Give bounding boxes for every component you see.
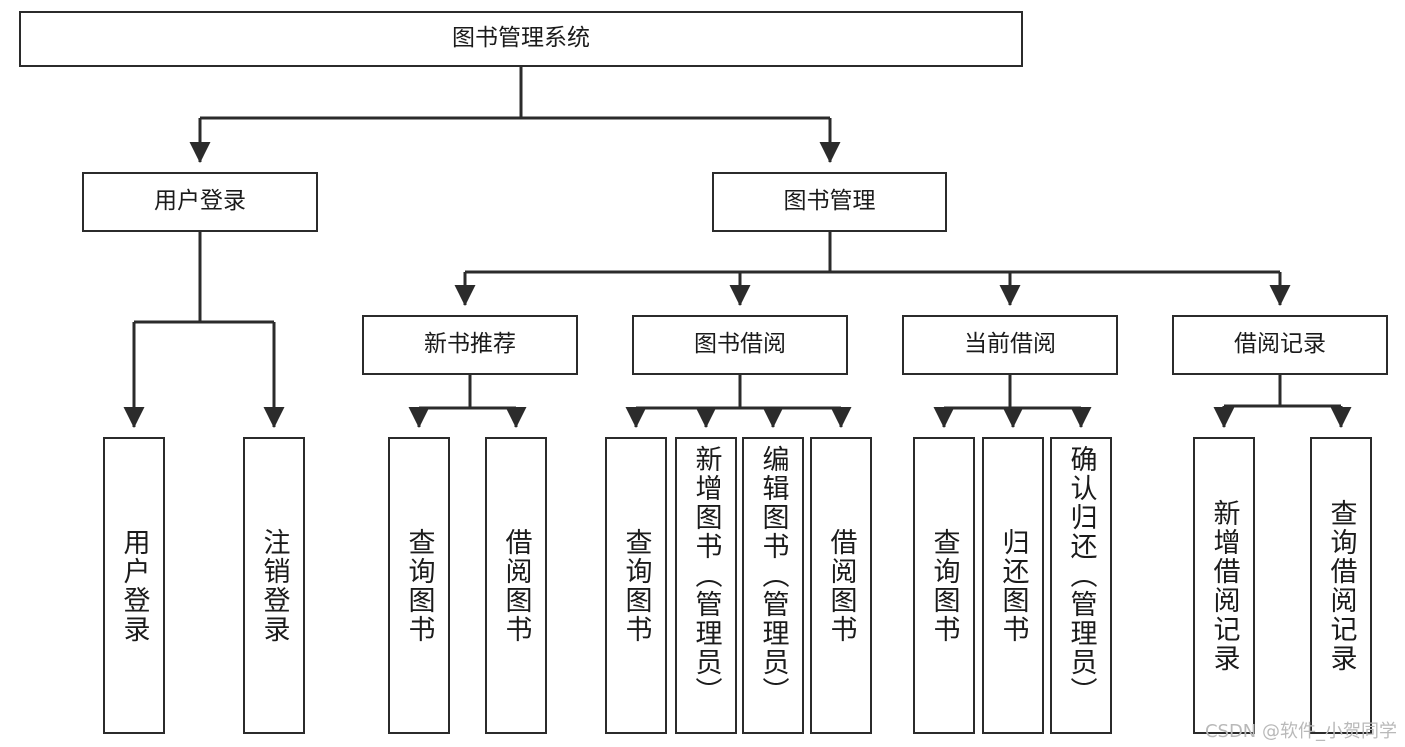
node-leaf-query-book-recommend[interactable]: 查询图书 xyxy=(388,437,450,734)
node-book-management-label: 图书管理 xyxy=(783,188,876,215)
node-user-login[interactable]: 用户登录 xyxy=(82,172,318,232)
node-leaf-add-book-admin[interactable]: 新增图书（管理员） xyxy=(675,437,737,734)
node-current-borrow[interactable]: 当前借阅 xyxy=(902,315,1118,375)
node-leaf-borrow-book-recommend-label: 借阅图书 xyxy=(500,527,532,644)
node-leaf-query-book-borrow[interactable]: 查询图书 xyxy=(605,437,667,734)
node-leaf-return-book[interactable]: 归还图书 xyxy=(982,437,1044,734)
node-leaf-edit-book-admin-label: 编辑图书（管理员） xyxy=(757,445,789,706)
node-root[interactable]: 图书管理系统 xyxy=(19,11,1023,67)
node-new-book-recommend-label: 新书推荐 xyxy=(424,331,516,358)
node-leaf-return-book-label: 归还图书 xyxy=(997,527,1029,644)
node-root-label: 图书管理系统 xyxy=(452,25,590,52)
node-leaf-query-borrow-record[interactable]: 查询借阅记录 xyxy=(1310,437,1372,734)
node-leaf-borrow-book-label: 借阅图书 xyxy=(825,527,857,644)
node-leaf-add-book-admin-label: 新增图书（管理员） xyxy=(690,445,722,706)
node-user-login-label: 用户登录 xyxy=(154,188,246,215)
node-leaf-add-borrow-record-label: 新增借阅记录 xyxy=(1208,498,1240,673)
node-leaf-query-book-recommend-label: 查询图书 xyxy=(403,527,435,644)
node-book-management[interactable]: 图书管理 xyxy=(712,172,947,232)
node-leaf-add-borrow-record[interactable]: 新增借阅记录 xyxy=(1193,437,1255,734)
node-new-book-recommend[interactable]: 新书推荐 xyxy=(362,315,578,375)
node-leaf-query-book-current[interactable]: 查询图书 xyxy=(913,437,975,734)
node-leaf-user-logout[interactable]: 注销登录 xyxy=(243,437,305,734)
node-leaf-user-login-label: 用户登录 xyxy=(118,527,150,644)
node-leaf-borrow-book[interactable]: 借阅图书 xyxy=(810,437,872,734)
node-borrow-record-label: 借阅记录 xyxy=(1234,331,1326,358)
node-leaf-query-book-current-label: 查询图书 xyxy=(928,527,960,644)
node-leaf-user-login[interactable]: 用户登录 xyxy=(103,437,165,734)
node-book-borrow-label: 图书借阅 xyxy=(694,331,786,358)
node-leaf-confirm-return-admin-label: 确认归还（管理员） xyxy=(1065,445,1097,706)
node-leaf-query-borrow-record-label: 查询借阅记录 xyxy=(1325,498,1357,673)
node-leaf-borrow-book-recommend[interactable]: 借阅图书 xyxy=(485,437,547,734)
node-leaf-edit-book-admin[interactable]: 编辑图书（管理员） xyxy=(742,437,804,734)
node-borrow-record[interactable]: 借阅记录 xyxy=(1172,315,1388,375)
node-current-borrow-label: 当前借阅 xyxy=(964,331,1056,358)
node-leaf-query-book-borrow-label: 查询图书 xyxy=(620,527,652,644)
node-leaf-confirm-return-admin[interactable]: 确认归还（管理员） xyxy=(1050,437,1112,734)
node-book-borrow[interactable]: 图书借阅 xyxy=(632,315,848,375)
node-leaf-user-logout-label: 注销登录 xyxy=(258,527,290,644)
